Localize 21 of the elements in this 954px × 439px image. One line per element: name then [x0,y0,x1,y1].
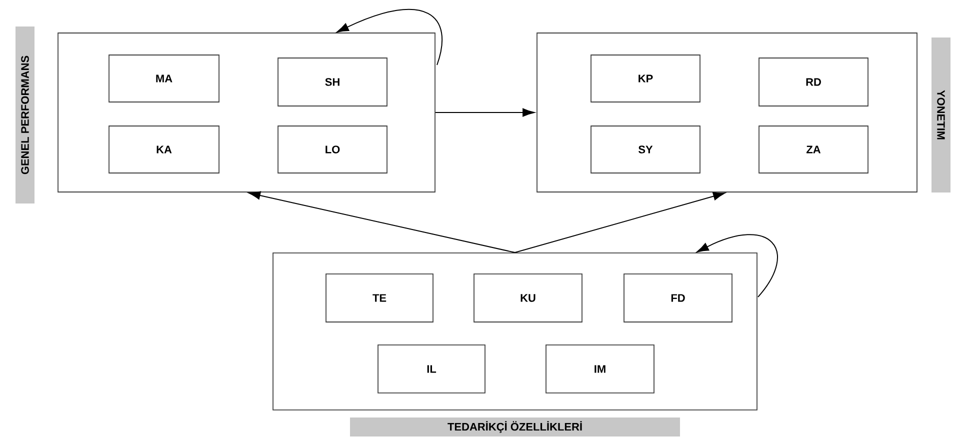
factor-box: KU [474,274,582,322]
factor-box: MA [108,54,220,102]
factor-box: LO [278,126,388,174]
loop-arrow [696,234,778,298]
factor-box: KP [590,54,700,102]
arrow [434,108,535,117]
factor-box: SH [278,58,388,106]
factor-box: KA [108,126,220,174]
factor-box: IM [546,344,654,394]
group-heading: GENEL PERFORMANS [16,26,35,204]
arrow [514,192,726,254]
arrow [248,191,516,254]
factor-box: ZA [758,126,868,174]
group-heading: TEDARİKÇİ ÖZELLİKLERİ [350,417,680,436]
group-heading: YONETIM [932,38,950,192]
factor-box: FD [624,274,732,322]
factor-box: RD [758,58,868,106]
factor-box: SY [590,126,700,174]
factor-box: TE [326,274,434,322]
factor-box: IL [378,344,486,394]
loop-arrow [336,8,442,66]
